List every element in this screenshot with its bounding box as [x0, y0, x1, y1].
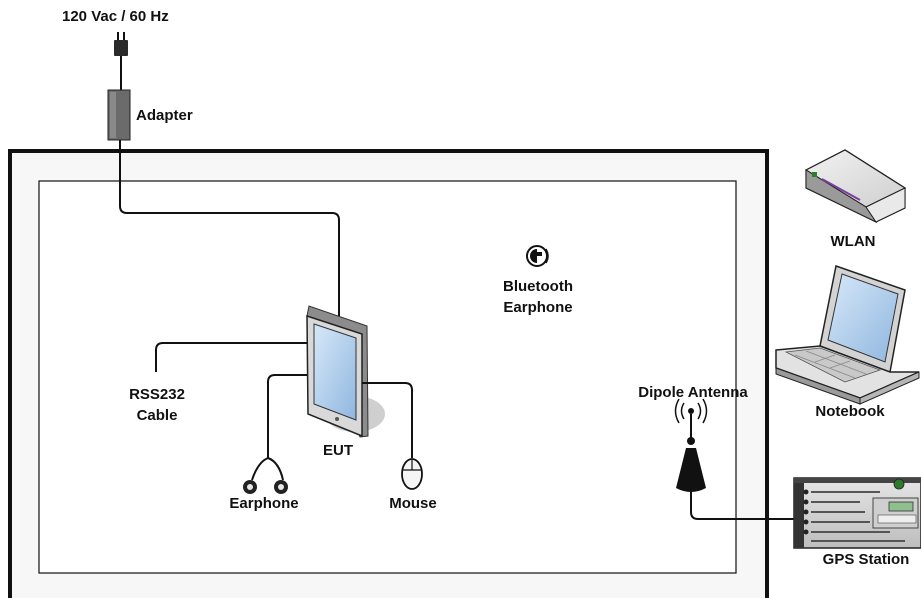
power-plug-icon [114, 32, 128, 56]
gps-station-label: GPS Station [812, 551, 920, 568]
eut-label: EUT [316, 442, 360, 459]
chamber-inner-area [39, 181, 736, 573]
rs232-label-line1: RSS232 [114, 386, 200, 403]
gps-station-icon [794, 478, 921, 548]
adapter-label: Adapter [136, 107, 193, 124]
notebook-label: Notebook [800, 403, 900, 420]
adapter-icon [108, 90, 130, 140]
mouse-icon [402, 459, 422, 489]
earphone-label: Earphone [220, 495, 308, 512]
wlan-router-icon [806, 150, 905, 222]
laptop-icon [776, 266, 919, 404]
power-source-label: 120 Vac / 60 Hz [62, 8, 169, 25]
dipole-antenna-label: Dipole Antenna [626, 384, 760, 401]
mouse-label: Mouse [378, 495, 448, 512]
wlan-label: WLAN [818, 233, 888, 250]
bluetooth-label-line2: Earphone [490, 299, 586, 316]
rs232-label-line2: Cable [114, 407, 200, 424]
bluetooth-earpiece-icon [527, 246, 548, 266]
bluetooth-label-line1: Bluetooth [490, 278, 586, 295]
